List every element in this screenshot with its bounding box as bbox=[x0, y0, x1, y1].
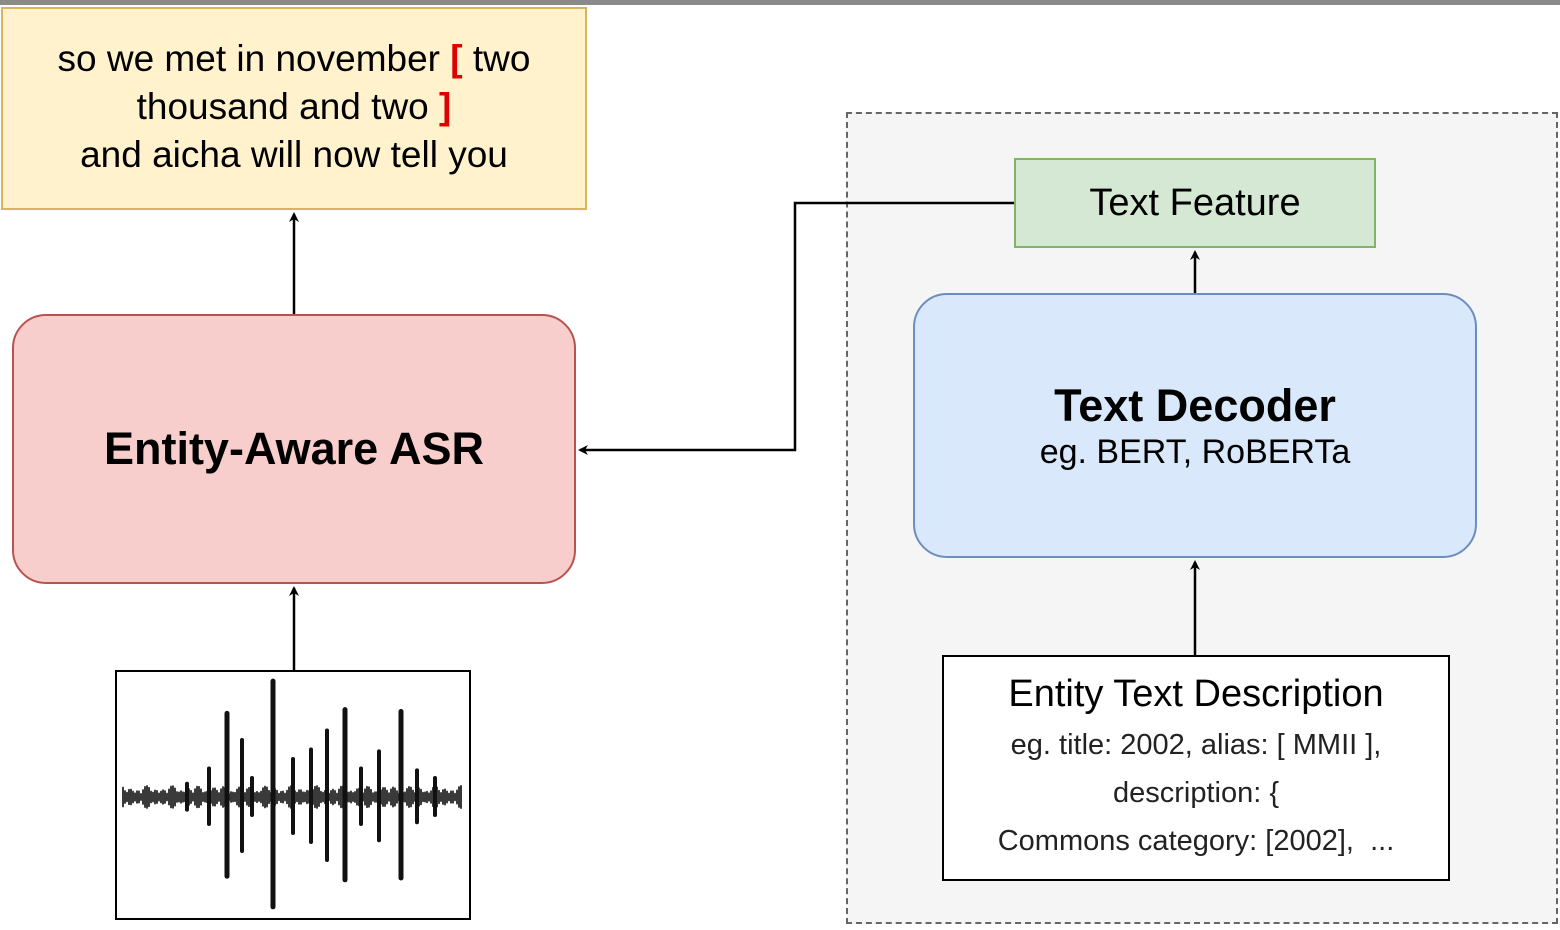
transcript-line-1: so we met in november [ two bbox=[58, 35, 531, 83]
text-feature-box: Text Feature bbox=[1014, 158, 1376, 248]
entity-bracket-open: [ bbox=[450, 37, 463, 79]
waveform-icon bbox=[122, 678, 462, 910]
text-decoder-box: Text Decoder eg. BERT, RoBERTa bbox=[913, 293, 1477, 558]
transcript-text: so we met in november bbox=[57, 37, 451, 79]
transcript-text: two bbox=[462, 37, 531, 79]
decoder-title: Text Decoder bbox=[1054, 379, 1336, 431]
entity-description-line: Commons category: [2002], ... bbox=[997, 825, 1395, 857]
entity-description-line: description: { bbox=[1112, 777, 1280, 809]
transcript-line-3: and aicha will now tell you bbox=[80, 133, 508, 175]
audio-input-box bbox=[115, 670, 471, 920]
entity-description-title: Entity Text Description bbox=[1008, 673, 1384, 715]
decoder-subtitle: eg. BERT, RoBERTa bbox=[1039, 432, 1351, 471]
arrow-feature-to-asr bbox=[578, 201, 1014, 455]
entity-description-line: eg. title: 2002, alias: [ MMII ], bbox=[1010, 729, 1382, 761]
transcript-line-2: thousand and two ] bbox=[137, 83, 452, 131]
transcript-output-box: so we met in november [ two thousand and… bbox=[1, 7, 587, 210]
text-feature-label: Text Feature bbox=[1089, 181, 1301, 224]
top-border bbox=[0, 0, 1560, 5]
entity-aware-asr-box: Entity-Aware ASR bbox=[12, 314, 576, 584]
entity-description-box: Entity Text Description eg. title: 2002,… bbox=[942, 655, 1450, 881]
entity-bracket-close: ] bbox=[439, 85, 452, 127]
transcript-text: thousand and two bbox=[136, 85, 440, 127]
asr-label: Entity-Aware ASR bbox=[103, 423, 485, 474]
